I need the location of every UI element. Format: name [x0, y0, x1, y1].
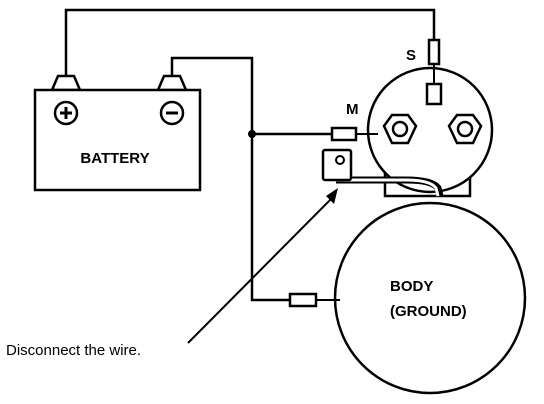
ground-label: (GROUND) — [390, 303, 467, 320]
s-terminal-label: S — [406, 47, 416, 64]
solenoid: S M — [321, 38, 494, 198]
wire-positive-to-s-terminal — [64, 8, 436, 76]
solenoid-head — [366, 66, 494, 194]
battery-negative-post — [156, 74, 188, 92]
s-terminal-connector — [427, 38, 441, 66]
battery-terminal-bolt — [456, 120, 474, 138]
m-terminal-label: M — [346, 101, 359, 118]
disconnect-arrow-line — [187, 195, 335, 344]
m-terminal-bolt — [391, 120, 409, 138]
ground-terminal — [321, 148, 353, 182]
m-terminal-connector — [330, 126, 358, 142]
battery-positive-post — [50, 74, 82, 92]
disconnect-annotation: Disconnect the wire. — [6, 342, 141, 359]
wire-junction-dot — [248, 130, 256, 138]
starter-body-ground — [333, 201, 527, 395]
ground-wire-connector — [288, 292, 318, 308]
ground-strap-inner — [336, 178, 440, 197]
disconnect-arrow-head — [326, 188, 338, 204]
body-label: BODY — [390, 278, 433, 295]
ground-terminal-hole — [335, 155, 345, 165]
body-ground-connector — [288, 292, 340, 308]
battery-label: BATTERY — [80, 150, 149, 167]
s-terminal-tab — [425, 82, 443, 106]
wire-negative-to-junction — [170, 56, 290, 302]
positive-cross — [60, 107, 72, 119]
battery: BATTERY — [33, 74, 202, 192]
